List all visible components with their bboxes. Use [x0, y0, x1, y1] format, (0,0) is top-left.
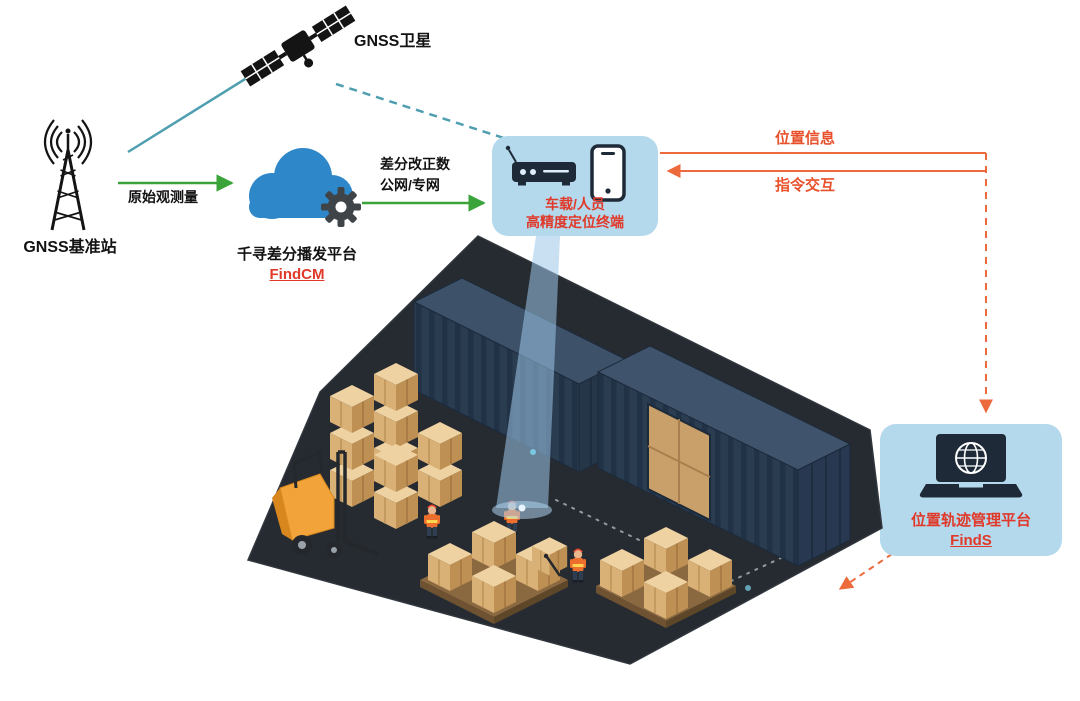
container-open-cargo [647, 402, 711, 522]
terminal-label-line1: 车载/人员 [545, 196, 605, 212]
terminal-label-line2: 高精度定位终端 [526, 214, 624, 230]
beacon-dot [745, 585, 751, 591]
crate-stack-middle [420, 520, 568, 624]
receiver-icon [505, 145, 576, 186]
platform-to-yard-dashed-arrow [838, 553, 893, 590]
warehouse-scene [246, 235, 883, 665]
satellite-label: GNSS卫星 [354, 33, 432, 50]
positioning-beam [492, 236, 751, 591]
pallet-jack [531, 536, 569, 577]
laptop-globe-icon [919, 434, 1023, 498]
satellite-icon [240, 5, 356, 87]
connector-lines [118, 64, 993, 590]
correction-label-line1: 差分改正数 [380, 156, 450, 172]
correction-label-line2: 公网/专网 [380, 177, 440, 193]
beacon-dot [530, 449, 536, 455]
raw-observation-label: 原始观测量 [128, 189, 198, 205]
cloud-platform-subtitle: FindCM [269, 266, 325, 283]
base-station-label: GNSS基准站 [23, 239, 117, 256]
platform-panel [880, 424, 1062, 556]
smartphone-icon [590, 144, 626, 202]
command-exchange-label: 指令交互 [774, 177, 835, 194]
cloud-platform-title: 千寻差分播发平台 [236, 246, 357, 263]
beacon-dot [518, 504, 526, 512]
forklift [272, 449, 379, 558]
terminal-panel [492, 136, 658, 236]
crate-stack-right [596, 526, 736, 628]
satellite-to-base-line [127, 64, 267, 154]
platform-subtitle: FindS [950, 532, 992, 549]
platform-title: 位置轨迹管理平台 [910, 512, 1031, 529]
base-station-icon [43, 119, 93, 231]
cloud-gear-icon [249, 148, 361, 227]
gear-icon [321, 187, 361, 227]
position-info-label: 位置信息 [774, 130, 835, 147]
satellite-to-terminal-dashed-line [335, 82, 511, 142]
shipping-container-front [596, 345, 852, 567]
